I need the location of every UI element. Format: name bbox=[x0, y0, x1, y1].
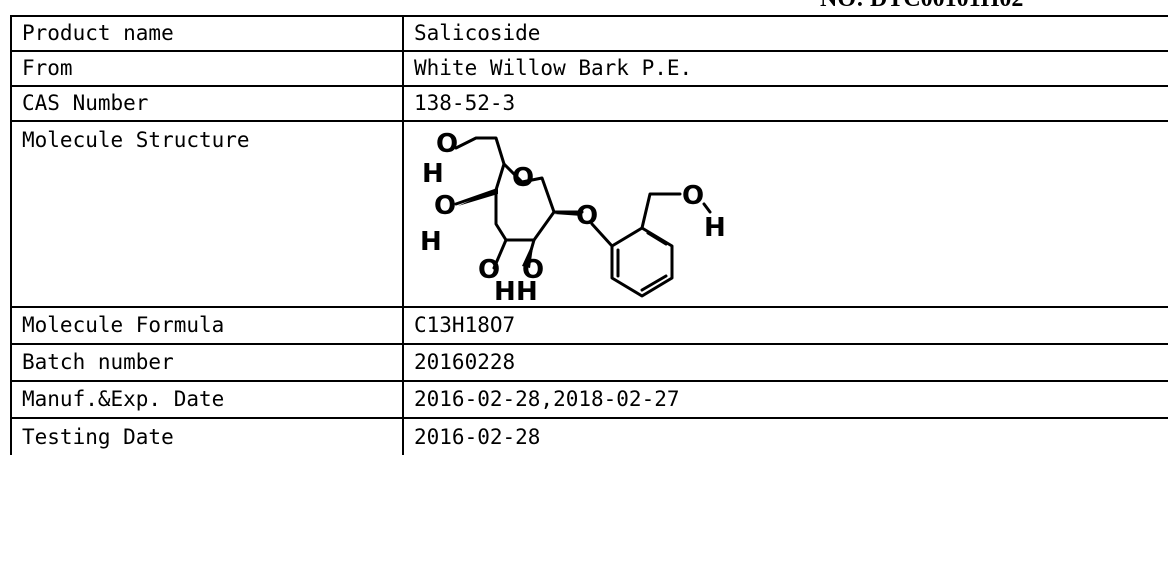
atom-label: H bbox=[422, 159, 444, 189]
table-row: Batch number 20160228 bbox=[10, 343, 1168, 382]
table-row: Molecule Formula C13H18O7 bbox=[10, 306, 1168, 345]
table-row: Testing Date 2016-02-28 bbox=[10, 417, 1168, 455]
table-row: CAS Number 138-52-3 bbox=[10, 85, 1168, 122]
row-value-cas-number: 138-52-3 bbox=[402, 85, 1168, 122]
row-value-testing-date: 2016-02-28 bbox=[402, 417, 1168, 455]
row-value-product-name: Salicoside bbox=[402, 15, 1168, 52]
row-value-batch-number: 20160228 bbox=[402, 343, 1168, 382]
row-value-molecule-formula: C13H18O7 bbox=[402, 306, 1168, 345]
row-label-product-name: Product name bbox=[10, 15, 404, 52]
atom-label: O bbox=[522, 255, 544, 285]
row-label-molecule-formula: Molecule Formula bbox=[10, 306, 404, 345]
table-row: From White Willow Bark P.E. bbox=[10, 50, 1168, 87]
table-row: Manuf.&Exp. Date 2016-02-28,2018-02-27 bbox=[10, 380, 1168, 419]
table-row: Product name Salicoside bbox=[10, 15, 1168, 52]
row-value-molecule-structure: O H O O H O O H O H O H bbox=[402, 120, 1168, 308]
atom-label: H bbox=[420, 227, 442, 257]
atom-label: O bbox=[436, 129, 458, 159]
atom-label: O bbox=[576, 201, 598, 231]
row-label-batch-number: Batch number bbox=[10, 343, 404, 382]
atom-label: O bbox=[682, 181, 704, 211]
row-label-molecule-structure: Molecule Structure bbox=[10, 120, 404, 308]
row-label-testing-date: Testing Date bbox=[10, 417, 404, 455]
atom-label: H bbox=[494, 277, 516, 300]
atom-label: O bbox=[512, 163, 534, 193]
row-label-manuf-exp-date: Manuf.&Exp. Date bbox=[10, 380, 404, 419]
row-label-from: From bbox=[10, 50, 404, 87]
molecule-structure-diagram: O H O O H O O H O H O H bbox=[420, 129, 726, 300]
row-label-cas-number: CAS Number bbox=[10, 85, 404, 122]
atom-label: O bbox=[434, 191, 456, 221]
row-value-from: White Willow Bark P.E. bbox=[402, 50, 1168, 87]
atom-label: H bbox=[704, 213, 726, 243]
table-row: Molecule Structure bbox=[10, 120, 1168, 308]
atom-label: H bbox=[516, 277, 538, 300]
row-value-manuf-exp-date: 2016-02-28,2018-02-27 bbox=[402, 380, 1168, 419]
atom-label: O bbox=[478, 255, 500, 285]
document-number: NO: DTC00101H02 bbox=[820, 0, 1168, 12]
product-spec-table: Product name Salicoside From White Willo… bbox=[10, 15, 1168, 455]
